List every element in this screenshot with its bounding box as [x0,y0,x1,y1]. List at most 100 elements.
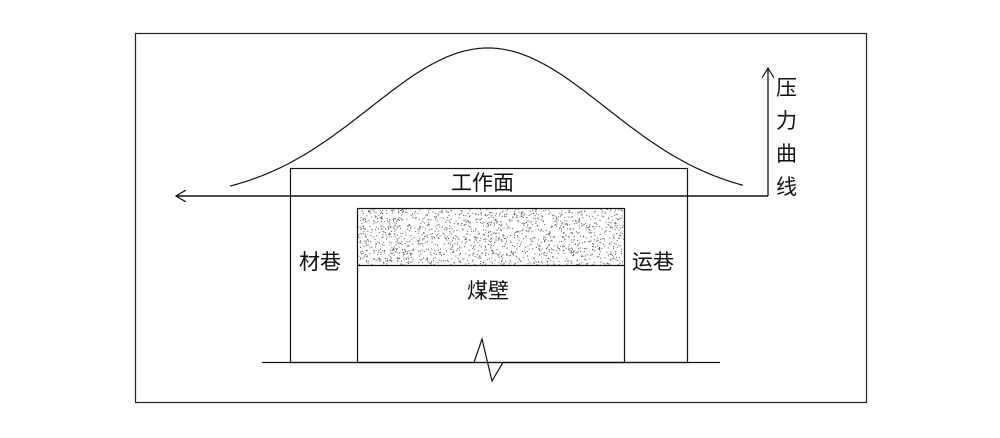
dot [556,250,558,252]
dot [569,252,571,254]
dot [393,219,395,221]
dot [378,215,380,217]
dot [389,219,391,221]
dot [449,231,451,232]
dot [597,245,599,247]
dot [558,241,560,243]
dot [358,234,359,236]
dot [378,250,380,252]
dot [393,220,394,222]
dot [579,227,581,229]
dot [571,250,573,252]
dot [564,223,566,225]
dot [541,248,543,250]
dot [551,240,553,242]
dot [447,217,448,218]
dot [359,247,361,248]
dot [614,224,616,226]
dot [559,245,561,247]
dot [419,209,421,211]
dot [388,227,389,229]
dot [497,239,499,241]
dot [421,249,423,251]
dot [553,261,555,263]
dot [497,227,499,229]
dot [588,227,590,229]
dot [514,214,516,216]
dot [514,235,516,237]
dot [414,217,416,219]
dot [418,230,420,232]
dot [568,249,570,251]
dot [545,255,547,257]
dot [417,240,419,242]
dot [443,260,444,262]
dot [502,234,504,236]
dot [449,232,451,234]
dot [537,225,539,227]
dot [475,228,477,230]
dot [394,218,396,219]
dot [484,234,486,236]
dot [359,263,360,265]
dot [401,241,403,243]
dot [383,262,385,264]
dot [463,258,465,259]
dot [434,230,436,232]
dot [396,252,398,254]
dot [541,215,543,217]
dot [614,209,616,211]
dot [493,225,495,227]
dot [491,216,493,218]
dot [502,210,504,212]
dot [386,212,388,214]
dot [561,230,563,232]
dot [534,260,536,262]
dot [379,260,381,262]
dot [420,243,422,245]
dot [373,249,375,251]
dot [571,247,573,249]
dot [430,254,432,256]
dot [495,240,497,242]
dot [490,245,492,247]
dot [479,263,481,265]
dot [486,214,488,216]
dot [380,225,382,227]
dot [506,254,507,256]
dot [376,259,378,261]
dot [397,225,399,227]
dot [378,242,380,244]
dot [606,262,608,264]
dot [463,215,465,217]
dot [522,229,524,231]
dot [578,263,580,265]
dot [547,240,549,242]
dot [465,221,467,223]
dot [512,216,514,218]
dot [622,227,623,228]
dot [393,228,395,230]
dot [490,221,492,223]
dot [382,236,384,238]
dot [373,221,375,223]
dot [418,240,419,242]
dot [529,261,531,263]
dot [514,237,515,239]
dot [530,244,532,246]
dot [461,223,463,224]
dot [375,212,377,214]
dot [435,217,437,219]
dot [552,218,554,219]
dot [613,256,615,258]
dot [406,228,408,230]
goaf-dotted-area [358,209,625,266]
dot [461,241,463,243]
dot [595,222,597,224]
dot [421,234,423,236]
dot [525,252,526,254]
dot [512,228,514,229]
dot [429,251,431,253]
dot [543,236,545,238]
